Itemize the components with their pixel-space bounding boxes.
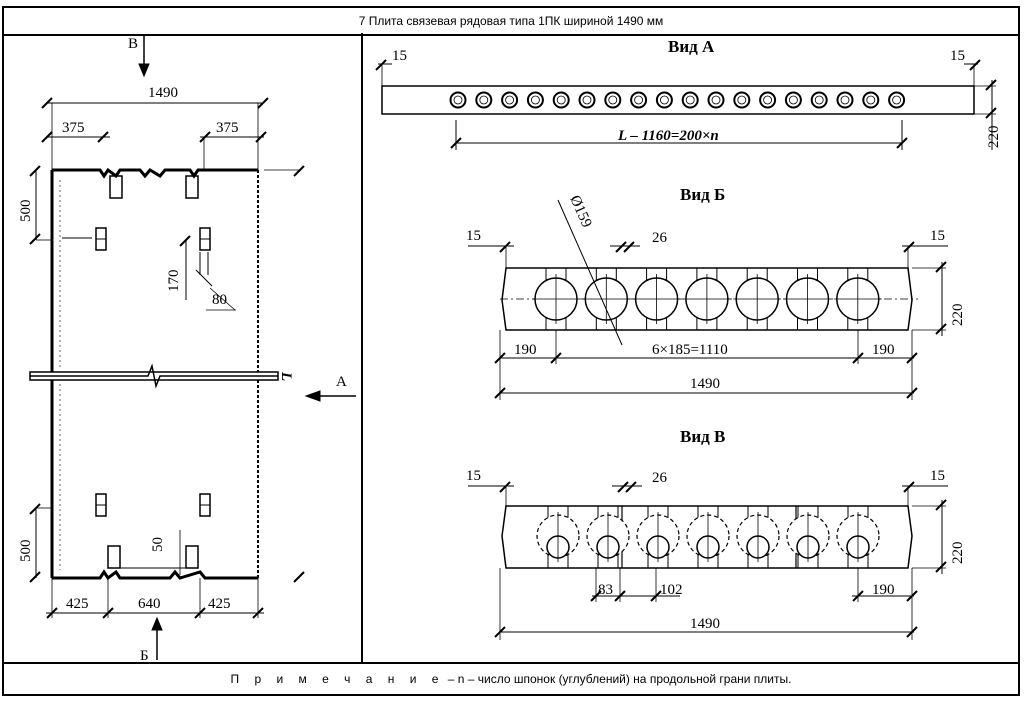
view-b-right-190: 190 <box>872 342 895 358</box>
view-a-formula: L – 1160=200×n <box>617 128 719 144</box>
view-a-hole <box>681 91 699 109</box>
view-b-dim-left: 15 <box>466 228 481 244</box>
plan-end-bottom: 500 <box>18 540 34 563</box>
view-a-hole <box>836 91 854 109</box>
view-c-dim-102: 102 <box>660 582 683 598</box>
view-a-holes <box>449 91 906 109</box>
view-a-hole <box>604 91 622 109</box>
plan-edge-right: 375 <box>216 120 239 136</box>
view-a-hole <box>578 91 596 109</box>
note-text: – n – число шпонок (углублений) на продо… <box>444 672 792 686</box>
plan-length-label: L <box>278 371 294 381</box>
view-b-diameter: Ø159 <box>566 193 594 230</box>
drawing-frame: 7 Плита связевая рядовая типа 1ПК ширино… <box>2 6 1020 696</box>
view-a-hole <box>862 91 880 109</box>
drawing-note: П р и м е ч а н и е – n – число шпонок (… <box>4 662 1018 694</box>
view-a-dim-left: 15 <box>392 48 407 64</box>
view-a-hole <box>784 91 802 109</box>
view-b-dim-26: 26 <box>652 230 668 246</box>
plan-gap-80: 80 <box>212 292 227 308</box>
view-c <box>468 481 948 640</box>
view-b-dim-right: 15 <box>930 228 945 244</box>
arrow-left-icon <box>304 390 321 402</box>
view-b-height: 220 <box>950 304 966 327</box>
view-a-title: Вид А <box>668 37 715 56</box>
note-label: П р и м е ч а н и е <box>230 672 445 686</box>
view-a-hole <box>501 91 519 109</box>
view-c-dim-left: 15 <box>466 468 481 484</box>
view-a-hole <box>655 91 673 109</box>
arrow-up-icon <box>151 616 163 631</box>
view-b-holes <box>532 267 882 331</box>
plan-width-total: 1490 <box>148 85 178 101</box>
view-c-total: 1490 <box>690 616 720 632</box>
view-a-hole <box>707 91 725 109</box>
view-a-hole <box>759 91 777 109</box>
view-b-middle: 6×185=1110 <box>652 342 728 358</box>
view-a-height: 220 <box>986 126 1002 149</box>
plan-edge-left: 375 <box>62 120 85 136</box>
view-a-hole <box>552 91 570 109</box>
view-a-hole <box>810 91 828 109</box>
plan-gap-50: 50 <box>150 537 166 552</box>
drawing-title: 7 Плита связевая рядовая типа 1ПК ширино… <box>4 8 1018 36</box>
view-b-title: Вид Б <box>680 185 725 204</box>
arrow-label-top: В <box>128 36 138 52</box>
plan-gap-170: 170 <box>166 270 182 293</box>
view-a-hole <box>888 91 906 109</box>
view-c-right-190: 190 <box>872 582 895 598</box>
plan-bottom-right: 425 <box>208 596 231 612</box>
view-a-hole <box>630 91 648 109</box>
view-c-dim-right: 15 <box>930 468 945 484</box>
view-c-holes <box>536 505 880 569</box>
view-b-left-190: 190 <box>514 342 537 358</box>
plan-bottom-mid: 640 <box>138 596 161 612</box>
arrow-label-right: А <box>336 374 347 390</box>
view-a-hole <box>449 91 467 109</box>
view-c-dim-26: 26 <box>652 470 668 486</box>
arrow-label-bottom: Б <box>140 648 149 664</box>
plan-bottom-left: 425 <box>66 596 89 612</box>
plan-view <box>29 34 356 660</box>
plan-end-top: 500 <box>18 200 34 223</box>
view-c-dim-83: 83 <box>598 582 613 598</box>
view-b-total: 1490 <box>690 376 720 392</box>
view-a <box>375 59 997 150</box>
view-a-hole <box>526 91 544 109</box>
view-c-title: Вид В <box>680 427 725 446</box>
view-c-height: 220 <box>950 542 966 565</box>
view-b <box>468 199 948 400</box>
view-a-hole <box>475 91 493 109</box>
arrow-down-icon <box>138 63 150 78</box>
view-a-hole <box>733 91 751 109</box>
view-a-dim-right: 15 <box>950 48 965 64</box>
